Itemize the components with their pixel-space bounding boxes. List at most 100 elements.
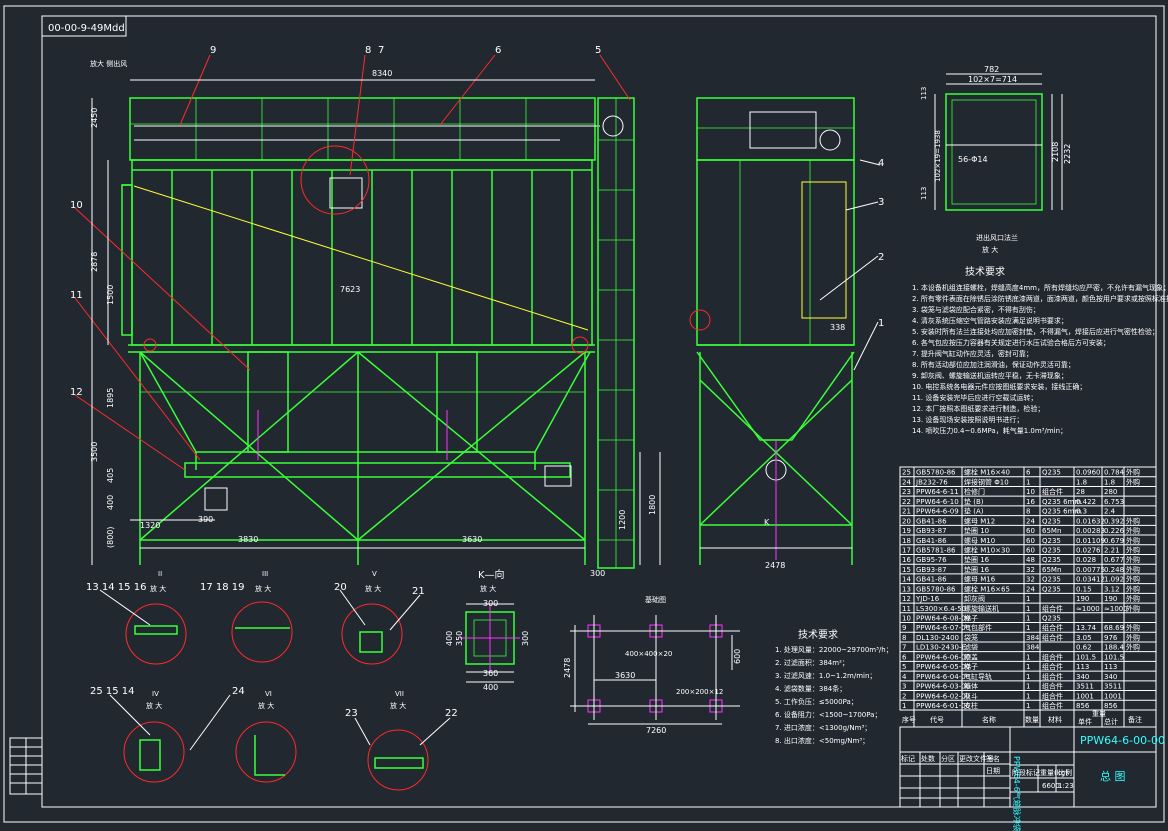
bom-cell: 0.15	[1076, 585, 1092, 593]
bom-cell: 6	[902, 653, 907, 661]
k-view-sub: 放 大	[480, 584, 496, 593]
bom-cell: 976	[1104, 634, 1118, 642]
bom-cell: 0.3	[1076, 508, 1087, 516]
bom-cell: 1001	[1104, 692, 1122, 700]
flange-w2: 102×7=714	[968, 75, 1017, 84]
k-view-d3: 350	[455, 631, 464, 646]
bom-cell: 1.8	[1076, 478, 1087, 486]
bom-h-mat: 材料	[1048, 715, 1062, 724]
callout-11: 11	[70, 290, 83, 301]
bom-cell: 外购	[1126, 545, 1140, 554]
tech-req-line: 2. 所有零件表面在除锈后涂防锈底漆两道，面漆两道，颜色按用户要求或按照标准执行…	[912, 294, 1168, 303]
dim-bottom-r: 300	[590, 569, 605, 578]
bom-cell: 23	[902, 488, 911, 496]
bom-cell: 856	[1104, 702, 1118, 710]
bom-cell: 1	[902, 702, 906, 710]
detail2-roman: II	[158, 570, 162, 578]
bom-cell: 灰斗	[964, 691, 978, 700]
bom-cell: 外购	[1126, 565, 1140, 574]
bom-cell: PPW64-6-04-00	[916, 673, 970, 681]
detail4-nums: 25 15 14	[90, 686, 135, 697]
dim-sub6: (800)	[106, 526, 115, 548]
bom-cell: PPW64-6-01-00	[916, 702, 970, 710]
bom-cell: 外购	[1126, 584, 1140, 593]
bom-h-weight: 重量	[1092, 710, 1106, 718]
bom-cell: 螺栓 M10×30	[964, 545, 1010, 554]
bom-cell: 3511	[1076, 683, 1094, 691]
bom-cell: 1	[1026, 663, 1030, 671]
tech-spec-line: 7. 进口浓度：<1300g/Nm³；	[775, 723, 871, 732]
bom-cell: 检修门	[964, 487, 985, 496]
detail5-nums: 20	[334, 582, 347, 593]
dim-leg1: 3830	[238, 535, 258, 544]
mark-label: 分区	[941, 754, 955, 763]
bom-cell: 60	[1026, 527, 1035, 535]
flange-w1: 782	[984, 65, 999, 74]
bom-cell: 外购	[1126, 526, 1140, 535]
callout-22: 22	[445, 708, 458, 719]
bom-h-qty: 数量	[1025, 715, 1039, 724]
tech-req-line: 5. 安装时所有法兰连接处均应加密封垫，不得漏气，焊接后应进行气密性检验；	[912, 327, 1159, 336]
bom-cell: 组合件	[1042, 682, 1063, 691]
bom-cell: GB5780-86	[916, 585, 956, 593]
bom-cell: 11	[902, 605, 911, 613]
k-view-d5: 360	[483, 669, 498, 678]
title-weight-label: 重量(kg)	[1040, 769, 1068, 777]
foundation-plan	[570, 615, 740, 725]
bom-cell: 螺栓 M16×65	[964, 584, 1010, 593]
bom-cell: 外购	[1126, 575, 1140, 584]
bom-cell: Q235 6mm	[1042, 498, 1081, 506]
callout-12: 12	[70, 387, 83, 398]
bom-cell: Q235 6mm	[1042, 508, 1081, 516]
flange-caption: 进出风口法兰	[976, 233, 1018, 242]
bom-cell: 0.62	[1076, 644, 1092, 652]
left-note: 放大 侧出风	[90, 59, 127, 68]
bom-cell: 垫圈 16	[964, 565, 990, 574]
tech-req-line: 7. 提升阀气缸动作应灵活，密封可靠；	[912, 349, 1033, 358]
title-scale-label: 比例	[1058, 768, 1072, 777]
bom-cell: Q235	[1042, 517, 1061, 525]
bom-cell: 组合件	[1042, 652, 1063, 661]
bom-cell: GB5781-86	[916, 546, 956, 554]
mirrored-number: 00-00-9-49Mdd	[48, 23, 125, 34]
tech-req-list: 1. 本设备机组连接螺栓，焊缝高度4mm，所有焊缝均应严密，不允许有漏气现象； …	[912, 283, 1168, 435]
bom-cell: 1	[1026, 692, 1030, 700]
tech-spec-line: 2. 过滤面积：384m²；	[775, 658, 849, 667]
bom-cell: ≈1000	[1076, 605, 1100, 613]
foundation-d1: 2478	[563, 658, 572, 678]
bom-cell: 3511	[1104, 683, 1122, 691]
bom-cell: 组合件	[1042, 623, 1063, 632]
dim-sub2: 1895	[106, 388, 115, 408]
tech-req-line: 3. 袋笼与滤袋应配合紧密，不得有刮伤；	[912, 305, 1040, 314]
callout-1: 1	[878, 318, 884, 329]
bom-cell: 0.0960	[1076, 469, 1101, 477]
side-dim-inner: 338	[830, 323, 845, 332]
bom-cell: 外购	[1126, 468, 1140, 477]
dim-diagonal: 7623	[340, 285, 360, 294]
bom-cell: 1	[1026, 683, 1030, 691]
flange-e1: 113	[920, 87, 928, 100]
bom-cell: 5	[902, 663, 906, 671]
bom-h-unit: 单件	[1078, 717, 1092, 726]
bom-cell: 16	[902, 556, 911, 564]
dim-sub5: 400	[106, 495, 115, 510]
bom-cell: 8	[902, 634, 906, 642]
bom-cell: 焊接钢管 Φ10	[964, 477, 1009, 486]
bom-cell: 1001	[1076, 692, 1094, 700]
bom-cell: 32	[1026, 576, 1035, 584]
bom-cell: GB41-86	[916, 517, 947, 525]
k-view	[460, 603, 520, 683]
callout-10: 10	[70, 200, 83, 211]
bom-cell: 10	[902, 615, 911, 623]
bom-cell: 2	[902, 692, 906, 700]
bom-cell: PPW64-6-09	[916, 508, 959, 516]
bom-cell: 外购	[1126, 555, 1140, 564]
bom-cell: 65Mn	[1042, 566, 1061, 574]
bom-cell: 0.00775	[1076, 566, 1105, 574]
title-marks-label: 阶段标记	[1012, 768, 1040, 777]
foundation-n1: 400×400×20	[625, 650, 672, 658]
bom-cell: 0.028	[1076, 556, 1096, 564]
tech-req-line: 1. 本设备机组连接螺栓，焊缝高度4mm，所有焊缝均应严密，不允许有漏气现象；	[912, 283, 1168, 292]
bom-cell: 190	[1076, 595, 1089, 603]
tech-spec-line: 1. 处理风量：22000~29700m³/h；	[775, 645, 893, 654]
